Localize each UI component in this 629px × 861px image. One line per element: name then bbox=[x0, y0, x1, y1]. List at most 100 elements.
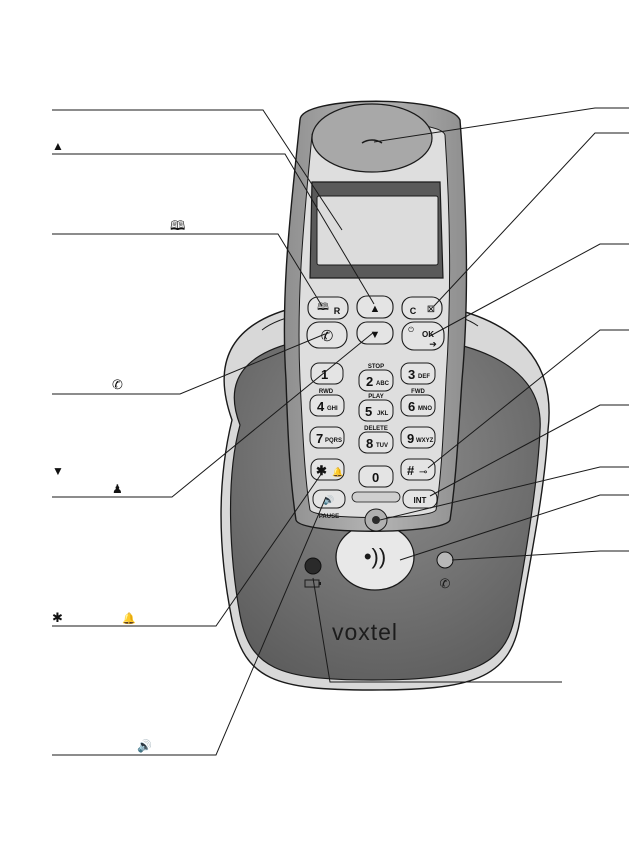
svg-text:DEF: DEF bbox=[418, 374, 430, 380]
callout-hash bbox=[427, 329, 629, 469]
key-0[interactable]: 0 bbox=[358, 465, 394, 488]
power-icon: ⏻ bbox=[408, 326, 414, 334]
svg-text:0: 0 bbox=[372, 470, 379, 485]
svg-text:2: 2 bbox=[366, 374, 373, 389]
speaker-key-icon: 🔊 bbox=[323, 494, 334, 506]
svg-text:ABC: ABC bbox=[376, 381, 390, 387]
svg-text:1: 1 bbox=[321, 367, 328, 382]
callout-phonebook bbox=[52, 233, 323, 307]
display-screen bbox=[309, 181, 444, 279]
ok-label: OK bbox=[422, 330, 434, 339]
svg-text:GHI: GHI bbox=[327, 406, 338, 412]
callout-page bbox=[399, 494, 629, 561]
earpiece bbox=[311, 103, 433, 173]
keypad: 1 STOP 2 ABC 3 DEF RWD 4 GHI PLAY bbox=[309, 362, 438, 520]
svg-text:9: 9 bbox=[407, 431, 414, 446]
key-8[interactable]: 8 TUV bbox=[358, 431, 394, 454]
svg-text:JKL: JKL bbox=[377, 411, 389, 417]
down-key[interactable]: ▼ bbox=[356, 321, 394, 345]
callout-earpiece bbox=[373, 107, 629, 143]
down-arrow-label: ▼ bbox=[52, 464, 64, 478]
callout-speaker bbox=[52, 496, 327, 756]
svg-text:✱: ✱ bbox=[316, 463, 327, 478]
talk-label-icon: ✆ bbox=[112, 377, 123, 392]
key-3[interactable]: 3 DEF bbox=[400, 362, 436, 385]
callout-ok bbox=[429, 243, 629, 337]
speaker-key[interactable]: 🔊 bbox=[312, 489, 346, 509]
callout-line-led bbox=[451, 550, 629, 561]
key-7[interactable]: 7 PQRS bbox=[309, 426, 345, 449]
svg-text:TUV: TUV bbox=[376, 443, 388, 449]
page-button[interactable]: •)) bbox=[335, 523, 415, 591]
arrow-icon: ➔ bbox=[429, 339, 437, 349]
ringer-label-icon: 🔔 bbox=[122, 612, 136, 625]
svg-text:7: 7 bbox=[316, 431, 323, 446]
mute-icon: ⊠ bbox=[427, 304, 435, 315]
r-label: R bbox=[334, 306, 341, 316]
callout-talk bbox=[52, 333, 326, 395]
key-1[interactable]: 1 bbox=[310, 362, 344, 385]
talk-key[interactable]: ✆ bbox=[306, 321, 348, 349]
pause-label: PAUSE bbox=[319, 514, 339, 520]
callout-microphone bbox=[379, 466, 629, 521]
up-arrow-label: ▲ bbox=[52, 139, 64, 153]
svg-text:5: 5 bbox=[365, 404, 372, 419]
page-icon: •)) bbox=[364, 544, 386, 569]
up-key-icon: ▲ bbox=[370, 303, 381, 315]
handset: 🕮 R ▲ C ⊠ ✆ ▼ ⏻ OK ➔ bbox=[283, 100, 468, 532]
ok-key[interactable]: ⏻ OK ➔ bbox=[401, 321, 445, 351]
svg-text:3: 3 bbox=[408, 367, 415, 382]
svg-text:#: # bbox=[407, 463, 415, 478]
microphone bbox=[364, 508, 388, 532]
left-labels: ▲ 🕮 ✆ ▼ ♟ ✱ 🔔 🔊 bbox=[52, 139, 185, 753]
key-star[interactable]: ✱ 🔔 bbox=[310, 458, 345, 481]
talk-key-icon: ✆ bbox=[321, 328, 334, 345]
center-bar bbox=[351, 491, 401, 503]
key-hash-lock-icon: ⊸ bbox=[419, 467, 427, 478]
svg-text:MNO: MNO bbox=[418, 406, 432, 412]
phonebook-label-icon: 🕮 bbox=[170, 218, 185, 233]
callout-charge-led bbox=[312, 577, 562, 683]
key-4-top: RWD bbox=[319, 389, 334, 395]
up-key[interactable]: ▲ bbox=[356, 295, 394, 319]
svg-text:PQRS: PQRS bbox=[325, 438, 342, 444]
key-4[interactable]: 4 GHI bbox=[309, 394, 345, 417]
svg-text:6: 6 bbox=[408, 399, 415, 414]
callout-up-key bbox=[52, 153, 375, 305]
int-key[interactable]: INT bbox=[402, 489, 438, 509]
key-hash[interactable]: # ⊸ bbox=[400, 458, 436, 481]
key-2-top: STOP bbox=[368, 364, 384, 370]
svg-text:WXYZ: WXYZ bbox=[416, 438, 434, 444]
key-6-top: FWD bbox=[411, 389, 425, 395]
callout-star bbox=[52, 469, 325, 627]
svg-text:INT: INT bbox=[414, 496, 427, 505]
speaker-label-icon: 🔊 bbox=[137, 738, 152, 753]
brand-logo: voxtel bbox=[332, 619, 398, 645]
charge-led bbox=[304, 557, 322, 588]
key-star-ringer-icon: 🔔 bbox=[332, 467, 343, 477]
intercom-label-icon: ♟ bbox=[112, 482, 123, 496]
c-label: C bbox=[410, 306, 417, 316]
key-8-top: DELETE bbox=[364, 426, 388, 432]
callout-down-key bbox=[52, 331, 375, 498]
callout-int bbox=[429, 404, 629, 497]
callout-screen bbox=[52, 109, 343, 231]
svg-text:8: 8 bbox=[366, 436, 373, 451]
svg-text:4: 4 bbox=[317, 399, 325, 414]
key-9[interactable]: 9 WXYZ bbox=[400, 426, 436, 449]
phonebook-icon: 🕮 bbox=[317, 302, 329, 313]
phonebook-r-key[interactable]: 🕮 R bbox=[307, 296, 349, 320]
star-label: ✱ bbox=[52, 610, 63, 625]
callout-lines-right bbox=[312, 107, 629, 683]
key-5[interactable]: 5 JKL bbox=[358, 399, 394, 422]
key-2[interactable]: 2 ABC bbox=[358, 369, 394, 392]
line-icon: ✆ bbox=[440, 576, 451, 591]
callout-clear bbox=[433, 132, 629, 307]
key-5-top: PLAY bbox=[368, 394, 383, 400]
callout-lines-left bbox=[52, 109, 375, 756]
key-6[interactable]: 6 MNO bbox=[400, 394, 436, 417]
clear-key[interactable]: C ⊠ bbox=[401, 296, 443, 320]
down-key-icon: ▼ bbox=[370, 329, 381, 341]
